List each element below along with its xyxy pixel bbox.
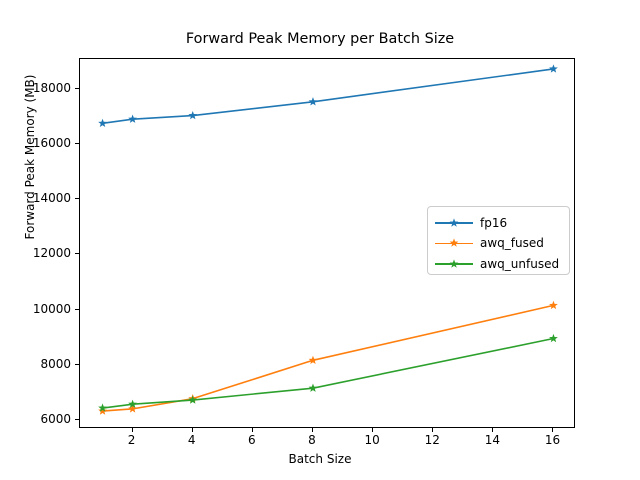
x-tick-mark xyxy=(372,428,374,432)
star-glyph xyxy=(449,217,459,227)
x-tick-label: 2 xyxy=(127,433,136,447)
star-icon xyxy=(449,217,459,227)
x-tick-mark xyxy=(311,428,313,432)
legend-label: awq_unfused xyxy=(480,256,560,271)
legend-item-awq_unfused[interactable]: awq_unfused xyxy=(435,253,559,274)
data-point-marker xyxy=(549,64,558,73)
series-awq_fused xyxy=(98,300,558,415)
x-tick-label: 10 xyxy=(364,433,380,447)
y-tick-label: 12000 xyxy=(32,246,71,261)
data-point-marker xyxy=(98,403,107,412)
legend-label: awq_fused xyxy=(480,236,544,250)
series-line xyxy=(101,304,555,412)
chart-title: Forward Peak Memory per Batch Size xyxy=(185,31,455,47)
series-awq_unfused xyxy=(98,333,558,412)
data-point-marker xyxy=(308,355,318,365)
series-line xyxy=(101,68,555,125)
y-tick-label: 14000 xyxy=(32,191,71,206)
series-canvas xyxy=(98,64,558,415)
data-point-marker xyxy=(128,399,137,408)
data-point-marker xyxy=(188,395,198,404)
y-tick-label: 18000 xyxy=(32,80,71,95)
legend-swatch-fp16 xyxy=(435,217,473,229)
legend-swatch-awq_unfused xyxy=(435,258,473,270)
x-tick-label: 6 xyxy=(248,433,256,447)
data-point-marker xyxy=(188,110,198,120)
x-tick-label: 16 xyxy=(544,433,561,447)
star-icon xyxy=(449,258,459,268)
series-line xyxy=(101,337,555,409)
x-tick-mark xyxy=(492,428,494,432)
x-tick-mark xyxy=(552,428,554,432)
data-point-marker xyxy=(128,114,137,123)
data-point-marker xyxy=(98,118,107,128)
star-glyph xyxy=(449,258,459,268)
y-tick-mark xyxy=(75,253,79,255)
legend: fp16 awq_fused awq_unfused xyxy=(427,206,570,275)
y-axis-tick-labels: 6000 8000 10000 12000 14000 16000 18000 xyxy=(0,0,71,480)
y-tick-label: 6000 xyxy=(40,411,71,426)
legend-item-fp16[interactable]: fp16 xyxy=(435,212,507,233)
data-point-marker xyxy=(308,97,318,106)
y-tick-mark xyxy=(75,142,79,144)
data-point-marker xyxy=(128,404,137,413)
data-point-marker xyxy=(308,383,318,392)
legend-label: fp16 xyxy=(480,215,508,230)
y-tick-mark xyxy=(75,363,79,365)
legend-item-awq_fused[interactable]: awq_fused xyxy=(435,233,544,254)
x-tick-label: 12 xyxy=(424,433,440,447)
x-tick-mark xyxy=(251,428,253,432)
x-axis-label: Batch Size xyxy=(288,452,352,466)
y-tick-label: 16000 xyxy=(32,135,71,150)
y-tick-mark xyxy=(75,198,79,200)
star-glyph xyxy=(449,238,459,247)
data-point-marker xyxy=(549,300,558,310)
series-fp16 xyxy=(98,64,558,128)
y-tick-mark xyxy=(75,308,79,310)
star-icon xyxy=(449,238,459,247)
data-point-marker xyxy=(98,406,107,415)
y-tick-mark xyxy=(75,87,79,89)
x-tick-label: 8 xyxy=(308,433,316,447)
x-tick-label: 4 xyxy=(187,433,196,447)
x-tick-mark xyxy=(131,428,133,432)
y-tick-label: 10000 xyxy=(32,301,71,316)
x-tick-mark xyxy=(432,428,434,432)
y-tick-label: 8000 xyxy=(40,356,71,371)
x-tick-label: 14 xyxy=(484,433,500,447)
legend-swatch-awq_fused xyxy=(435,237,473,249)
data-point-marker xyxy=(549,333,558,343)
y-tick-mark xyxy=(75,418,79,420)
x-tick-mark xyxy=(191,428,193,432)
